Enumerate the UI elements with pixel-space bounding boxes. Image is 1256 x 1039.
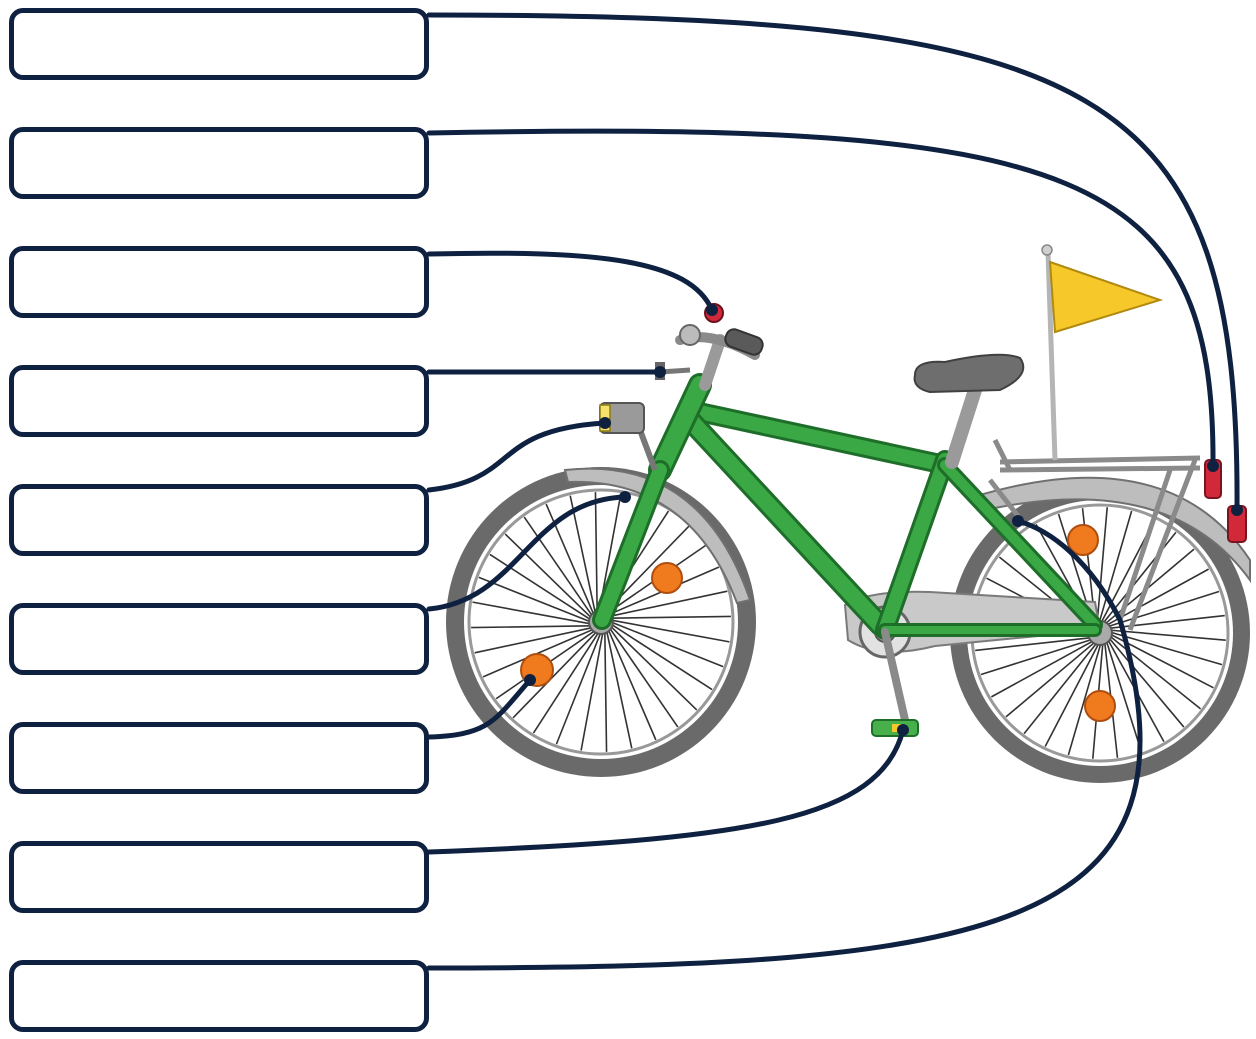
leader-dot-8 — [897, 724, 909, 736]
leader-line-5 — [429, 423, 605, 490]
leader-line-3 — [429, 253, 712, 310]
leader-dot-6 — [619, 491, 631, 503]
label-box-1[interactable] — [9, 8, 429, 80]
leader-dot-4 — [654, 366, 666, 378]
label-box-2[interactable] — [9, 127, 429, 199]
label-box-7[interactable] — [9, 722, 429, 794]
leader-dot-5 — [599, 417, 611, 429]
label-box-6[interactable] — [9, 603, 429, 675]
leader-dot-1 — [1231, 504, 1243, 516]
leader-line-6 — [429, 497, 625, 609]
leader-line-2 — [429, 131, 1213, 466]
leader-line-9 — [429, 521, 1140, 968]
leader-line-1 — [429, 15, 1237, 510]
leader-dot-7 — [524, 674, 536, 686]
label-box-8[interactable] — [9, 841, 429, 913]
leader-dot-2 — [1207, 460, 1219, 472]
label-box-5[interactable] — [9, 484, 429, 556]
leader-line-8 — [429, 730, 903, 852]
leader-dot-9 — [1012, 515, 1024, 527]
leader-dot-3 — [706, 304, 718, 316]
label-box-3[interactable] — [9, 246, 429, 318]
label-box-9[interactable] — [9, 960, 429, 1032]
label-box-4[interactable] — [9, 365, 429, 437]
leader-line-7 — [429, 680, 530, 737]
